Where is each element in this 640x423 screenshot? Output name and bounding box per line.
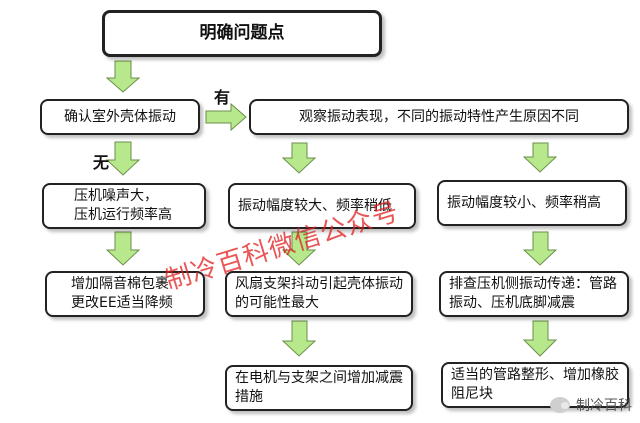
arrow-down	[281, 142, 317, 174]
arrow-down	[105, 141, 141, 176]
pipe-reshape-text: 适当的管路整形、增加橡胶阻尼块	[451, 367, 619, 402]
damping-measure-text: 在电机与支架之间增加减震措施	[235, 370, 403, 405]
badge-text: 制冷百科	[576, 398, 632, 414]
arrow-down	[522, 320, 558, 357]
wechat-badge: 制冷百科	[550, 395, 632, 415]
noise-branch-line1: 压机噪声大，	[74, 188, 158, 204]
compressor-check-text: 排查压机侧振动传递：管路振动、压机底脚减震	[449, 276, 617, 311]
arrow-down	[281, 231, 317, 266]
sound-insulation-line1: 增加隔音棉包裹	[71, 276, 169, 292]
small-amplitude-node: 振动幅度较小、频率稍高	[437, 180, 627, 226]
noise-branch-node: 压机噪声大， 压机运行频率高	[42, 183, 206, 229]
wechat-logo-icon	[550, 397, 570, 413]
arrow-down	[281, 320, 317, 357]
arrow-down	[105, 231, 141, 266]
title-text: 明确问题点	[199, 23, 285, 43]
large-amplitude-node: 振动幅度较大、频率稍低	[228, 183, 416, 229]
large-amplitude-text: 振动幅度较大、频率稍低	[238, 197, 392, 214]
pipe-reshape-node: 适当的管路整形、增加橡胶阻尼块	[441, 362, 629, 408]
confirm-vibration-node: 确认室外壳体振动	[40, 99, 200, 135]
confirm-vibration-text: 确认室外壳体振动	[64, 108, 176, 125]
arrow-down	[105, 60, 141, 93]
no-label: 无	[93, 153, 110, 172]
arrow-down	[522, 231, 558, 266]
arrow-right	[205, 102, 247, 132]
arrow-down	[522, 142, 558, 173]
sound-insulation-node: 增加隔音棉包裹 更改EE适当降频	[45, 271, 205, 317]
compressor-check-node: 排查压机侧振动传递：管路振动、压机底脚减震	[439, 271, 629, 317]
observe-vibration-node: 观察振动表现，不同的振动特性产生原因不同	[249, 99, 629, 135]
fan-bracket-cause-node: 风扇支架抖动引起壳体振动的可能性最大	[225, 271, 413, 317]
damping-measure-node: 在电机与支架之间增加减震措施	[225, 365, 413, 411]
noise-branch-line2: 压机运行频率高	[74, 207, 172, 223]
observe-vibration-text: 观察振动表现，不同的振动特性产生原因不同	[299, 108, 579, 125]
yes-label: 有	[214, 88, 231, 107]
small-amplitude-text: 振动幅度较小、频率稍高	[447, 194, 601, 211]
fan-bracket-cause-text: 风扇支架抖动引起壳体振动的可能性最大	[235, 276, 403, 311]
sound-insulation-line2: 更改EE适当降频	[71, 295, 173, 311]
title-node: 明确问题点	[102, 10, 382, 57]
